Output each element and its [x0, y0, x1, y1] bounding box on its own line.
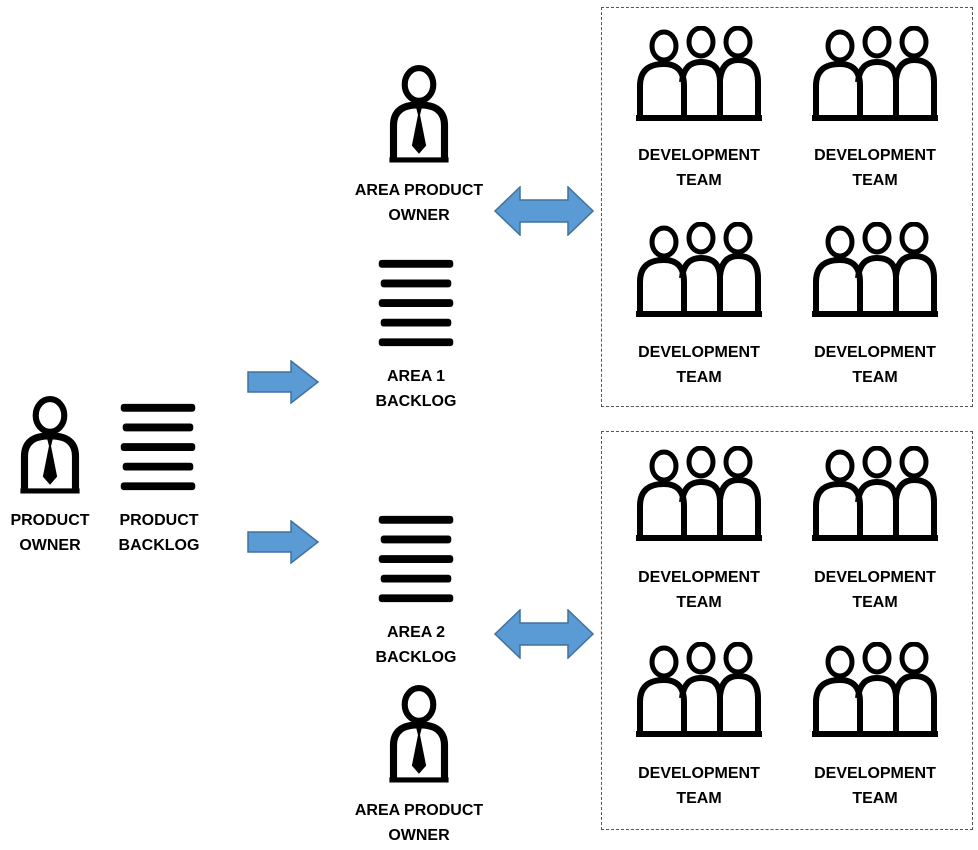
- arrow-to-area1-backlog: [246, 360, 320, 409]
- area1-product-owner-icon: [383, 62, 455, 164]
- team-icon: [810, 26, 940, 126]
- team-icon: [634, 446, 764, 546]
- product-backlog-icon: [118, 400, 198, 498]
- area1-double-arrow: [494, 186, 594, 241]
- team-icon: [810, 446, 940, 546]
- team-icon: [810, 222, 940, 322]
- team-icon: [810, 642, 940, 742]
- area2-product-owner-icon: [383, 682, 455, 784]
- team-icon: [634, 642, 764, 742]
- product-owner-icon: [14, 393, 86, 495]
- team-icon: [634, 222, 764, 322]
- area2-double-arrow: [494, 609, 594, 664]
- area1-backlog-icon: [376, 256, 456, 354]
- arrow-to-area2-backlog: [246, 520, 320, 569]
- area2-backlog-icon: [376, 512, 456, 610]
- team-icon: [634, 26, 764, 126]
